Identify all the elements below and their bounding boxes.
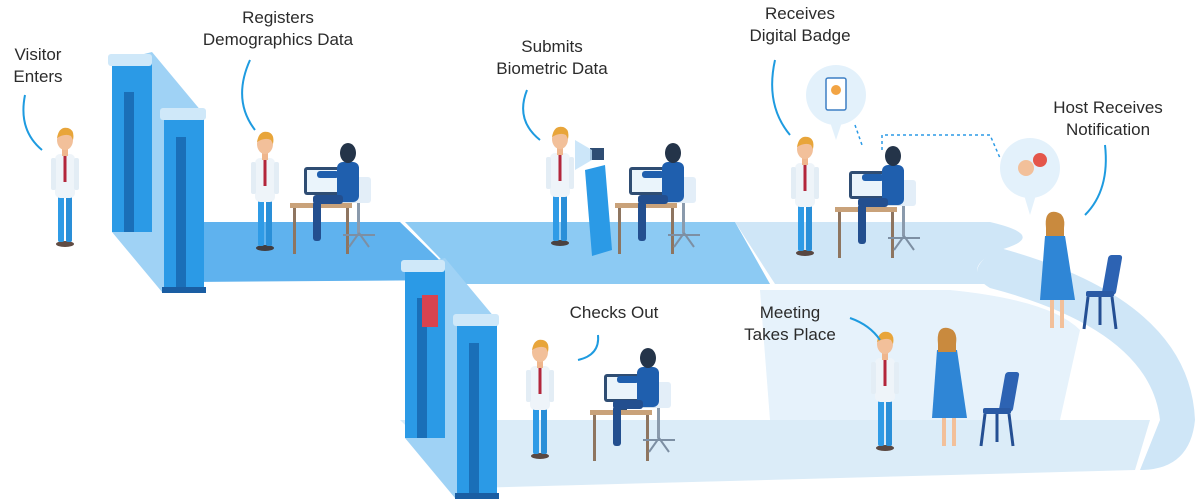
exit-gate	[401, 258, 499, 499]
host-person	[1040, 211, 1075, 328]
callout-lines	[22, 59, 1107, 361]
host-meeting	[932, 327, 967, 446]
floor-upper-middle	[405, 222, 770, 284]
floor-upper-left	[120, 222, 460, 282]
digital-badge-bubble	[806, 65, 866, 140]
notification-bubble	[1000, 138, 1060, 215]
label-checks-out: Checks Out	[569, 303, 659, 322]
exit-gate-red-panel	[422, 295, 438, 327]
floor-curve	[977, 248, 1195, 470]
notification-dotted-arrow	[854, 124, 1001, 159]
biometric-kiosk	[575, 140, 612, 256]
floor-lower	[400, 420, 1150, 488]
entry-gate	[108, 52, 206, 293]
visitor-entering	[51, 127, 79, 247]
